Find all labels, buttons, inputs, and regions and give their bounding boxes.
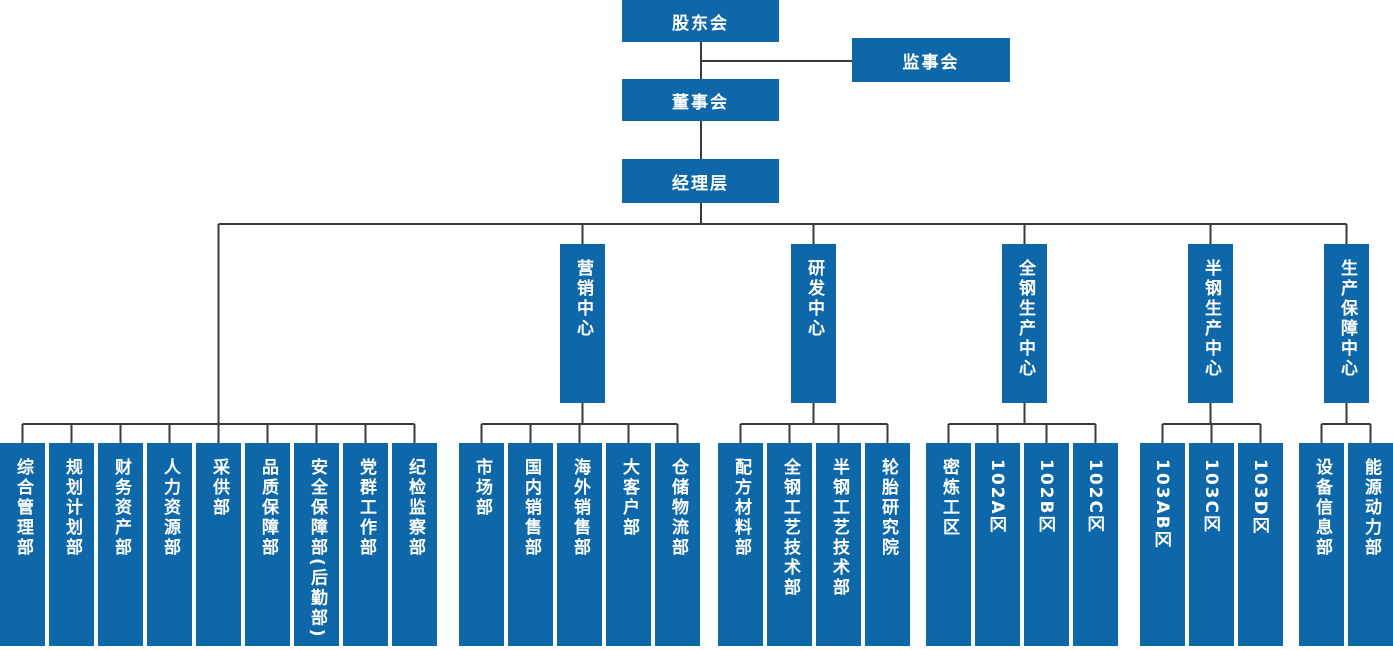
node-label: 营销中心	[573, 259, 593, 339]
dept-tire-research-institute: 轮胎研究院	[865, 443, 910, 646]
node-label: 纪检监察部	[405, 458, 425, 558]
node-label: 密炼工区	[939, 458, 959, 538]
node-label: 生产保障中心	[1337, 259, 1357, 379]
node-label: 103D区	[1250, 459, 1270, 536]
dept-market: 市场部	[459, 443, 504, 646]
node-label: 国内销售部	[521, 458, 541, 558]
node-label: 研发中心	[804, 259, 824, 339]
dept-safety-logistics: 安全保障部(后勤部)	[294, 443, 339, 646]
node-label: 财务资产部	[111, 458, 131, 558]
dept-discipline-inspection: 纪检监察部	[392, 443, 437, 646]
node-label: 综合管理部	[13, 458, 33, 558]
dept-key-accounts: 大客户部	[606, 443, 651, 646]
node-label: 全钢生产中心	[1015, 259, 1035, 379]
center-fullsteel-production: 全钢生产中心	[1002, 244, 1047, 403]
dept-procurement: 采供部	[196, 443, 241, 646]
dept-quality-assurance: 品质保障部	[245, 443, 290, 646]
node-label: 品质保障部	[258, 458, 278, 558]
zone-mixing: 密炼工区	[926, 443, 971, 646]
node-label: 股东会	[672, 13, 729, 34]
dept-fullsteel-process-tech: 全钢工艺技术部	[767, 443, 812, 646]
node-management-level: 经理层	[622, 159, 779, 203]
dept-compound-materials: 配方材料部	[718, 443, 763, 646]
node-label: 102B区	[1036, 459, 1056, 535]
node-label: 半钢生产中心	[1201, 259, 1221, 379]
node-supervisory-board: 监事会	[852, 38, 1010, 82]
node-label: 采供部	[209, 458, 229, 518]
node-label: 全钢工艺技术部	[780, 458, 800, 598]
dept-human-resources: 人力资源部	[147, 443, 192, 646]
node-label: 市场部	[472, 458, 492, 518]
node-label: 102C区	[1085, 459, 1105, 534]
node-label: 103AB区	[1152, 459, 1172, 550]
node-label: 轮胎研究院	[878, 458, 898, 558]
center-semisteel-production: 半钢生产中心	[1188, 244, 1233, 403]
dept-planning: 规划计划部	[49, 443, 94, 646]
node-label: 经理层	[672, 173, 729, 194]
node-label: 能源动力部	[1361, 458, 1381, 558]
dept-warehouse-logistics: 仓储物流部	[655, 443, 700, 646]
dept-energy-power: 能源动力部	[1348, 443, 1393, 646]
dept-overseas-sales: 海外销售部	[557, 443, 602, 646]
dept-finance-assets: 财务资产部	[98, 443, 143, 646]
node-label: 海外销售部	[570, 458, 590, 558]
zone-102b: 102B区	[1024, 443, 1069, 646]
dept-domestic-sales: 国内销售部	[508, 443, 553, 646]
node-label: 103C区	[1201, 459, 1221, 534]
dept-equipment-info: 设备信息部	[1299, 443, 1344, 646]
dept-party-affairs: 党群工作部	[343, 443, 388, 646]
zone-103c: 103C区	[1189, 443, 1234, 646]
center-marketing: 营销中心	[560, 244, 605, 403]
zone-102a: 102A区	[975, 443, 1020, 646]
center-production-support: 生产保障中心	[1324, 244, 1369, 403]
node-label: 仓储物流部	[668, 458, 688, 558]
zone-102c: 102C区	[1073, 443, 1118, 646]
node-label: 规划计划部	[62, 458, 82, 558]
node-label: 102A区	[987, 459, 1007, 535]
node-label: 配方材料部	[731, 458, 751, 558]
node-shareholders-meeting: 股东会	[622, 0, 779, 42]
node-board-of-directors: 董事会	[622, 79, 779, 121]
node-label: 监事会	[902, 52, 960, 73]
node-label: 大客户部	[619, 458, 639, 538]
node-label: 设备信息部	[1312, 458, 1332, 558]
zone-103d: 103D区	[1238, 443, 1283, 646]
node-label: 人力资源部	[160, 458, 180, 558]
node-label: 董事会	[672, 92, 729, 113]
node-label: 半钢工艺技术部	[829, 458, 849, 598]
dept-general-admin: 综合管理部	[0, 443, 45, 646]
zone-103ab: 103AB区	[1140, 443, 1185, 646]
dept-semisteel-process-tech: 半钢工艺技术部	[816, 443, 861, 646]
node-label: 党群工作部	[356, 458, 376, 558]
node-label: 安全保障部(后勤部)	[307, 458, 327, 640]
center-rnd: 研发中心	[791, 244, 836, 403]
